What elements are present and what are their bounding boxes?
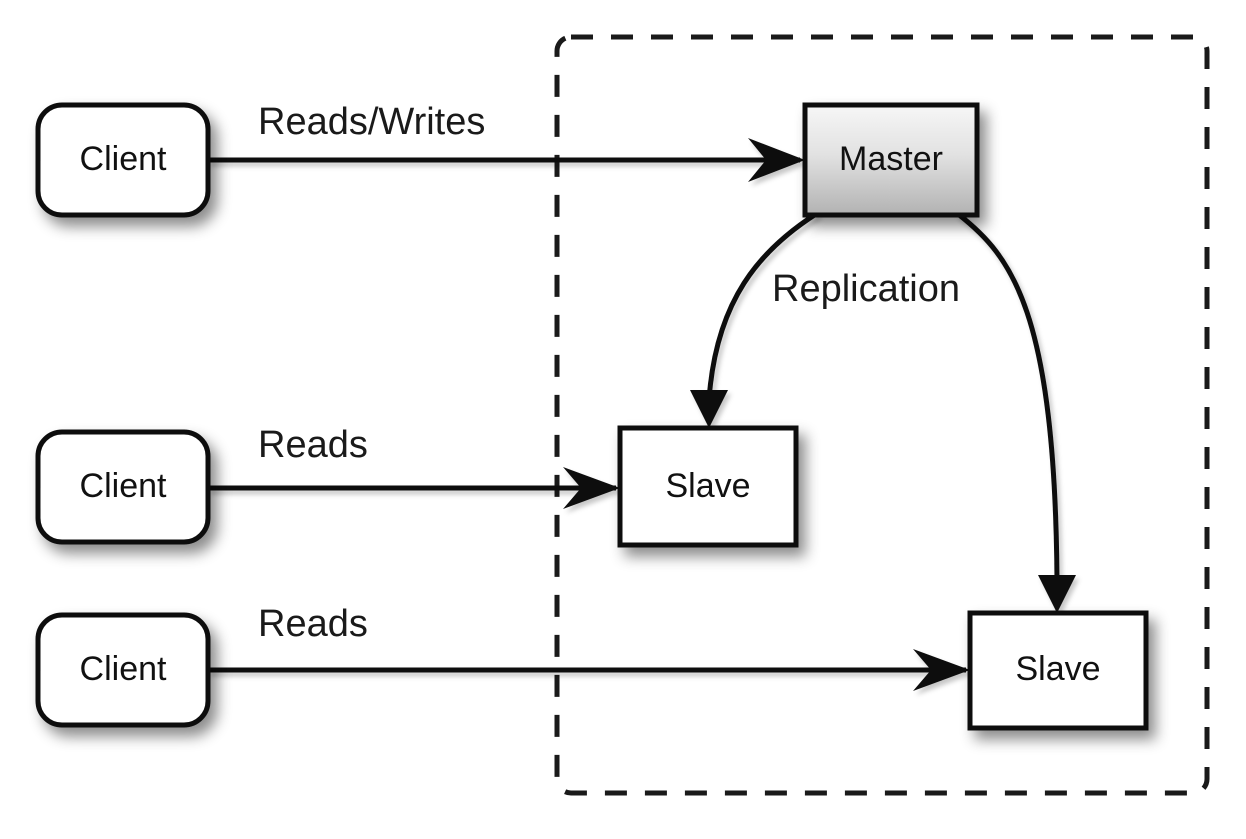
client-1-shape[interactable] [35,102,211,218]
node-slave-1[interactable]: Slave [617,425,799,548]
master-shape[interactable] [802,102,980,218]
edge-client2-to-slave1 [208,467,620,509]
edge-client1-to-master [208,138,805,182]
node-client-1[interactable]: Client [35,102,211,218]
master-label: Master [839,140,943,178]
client-2-shape[interactable] [35,429,211,545]
edge-label-replication: Replication [772,268,960,310]
slave-2-shape[interactable] [967,610,1149,731]
client-3-label: Client [80,650,167,688]
slave-1-label: Slave [665,467,750,505]
node-master[interactable]: Master [802,102,980,218]
client-1-label: Client [80,140,167,178]
edge-client3-to-slave2 [208,649,970,691]
node-client-3[interactable]: Client [35,612,211,728]
node-client-2[interactable]: Client [35,429,211,545]
database-cluster-boundary [554,34,1210,796]
edge-master-to-slave1 [690,211,819,428]
edge-master-to-slave2 [955,211,1076,613]
slave-1-shape[interactable] [617,425,799,548]
edge-label-reads-2: Reads [258,603,368,645]
slave-2-label: Slave [1015,650,1100,688]
edge-label-reads-writes: Reads/Writes [258,101,485,143]
client-3-shape[interactable] [35,612,211,728]
edge-label-reads-1: Reads [258,424,368,466]
client-2-label: Client [80,467,167,505]
node-slave-2[interactable]: Slave [967,610,1149,731]
